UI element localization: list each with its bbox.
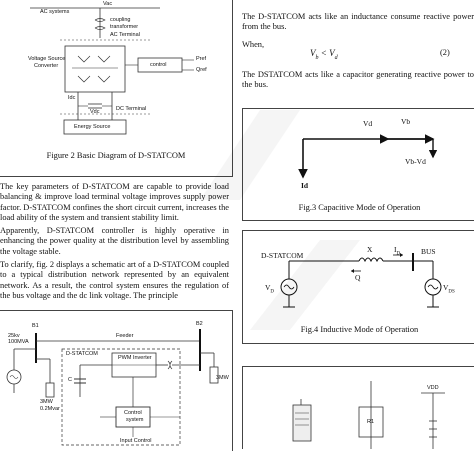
energy-source-label: Energy Source [74, 124, 111, 130]
paragraph-capacitor: The DSTATCOM acts like a capacitor gener… [242, 70, 474, 90]
dc-terminal-label: DC Terminal [116, 106, 147, 112]
phasor-vd-label: Vd [363, 119, 373, 128]
vac-label: Vac [103, 1, 113, 7]
b1-label: B1 [32, 323, 39, 329]
fig4-vd-label: VD [265, 283, 275, 295]
figure-3-caption: Fig.3 Capacitive Mode of Operation [298, 203, 421, 212]
equation-2: Vb < Vd [310, 48, 338, 61]
figure-distribution-network: B1 B2 25kv 100MVA Feeder PWM Inverter C … [0, 310, 233, 451]
fig4-dstatcom-label: D-STATCOM [261, 251, 304, 260]
mva-label: 100MVA [8, 339, 29, 345]
paragraph-inductance: The D-STATCOM acts like an inductance co… [242, 12, 474, 32]
fig4-vd-main: V [265, 283, 271, 292]
paragraph-key-parameters: The key parameters of D-STATCOM are capa… [0, 182, 229, 222]
paragraph-controller: Apparently, D-STATCOM controller is high… [0, 226, 229, 256]
fig4-id-main: I [394, 245, 397, 254]
figure-3: Vd Vb Vb-Vd Id Fig.3 Capacitive Mode of … [242, 108, 474, 221]
figure-4: D-STATCOM X ID BUS Q VD VDS Fig.4 Induct… [242, 230, 474, 344]
control-system-label-1: Control [124, 410, 142, 416]
input-control-label: Input Control [120, 438, 152, 444]
fig4-q-label: Q [355, 273, 361, 282]
equation-vd: V [329, 48, 335, 58]
load-b1-label-1: 3MW [40, 399, 53, 405]
load-b1-label-2: 0.2Mvar [40, 406, 60, 412]
equation-number: (2) [440, 48, 450, 57]
dstatcom-label: D-STATCOM [66, 351, 98, 357]
r1-label: R1 [367, 419, 375, 425]
figure-2-diagram [30, 7, 194, 135]
figure-5-diagram [292, 381, 445, 449]
transformer-label: transformer [110, 24, 139, 30]
control-system-label-2: system [126, 417, 144, 423]
fig4-vb-main: V [443, 283, 449, 292]
ac-system-label: AC systems [40, 9, 70, 15]
coupling-label: coupling [110, 17, 131, 23]
qref-label: Qref [196, 67, 207, 73]
figure-2: AC systems Vac coupling transformer AC T… [0, 0, 233, 177]
phasor-id-label: Id [301, 181, 309, 190]
phasor-vb-label: Vb [401, 117, 411, 126]
pref-label: Pref [196, 56, 207, 62]
vdc-label: Vdc [90, 109, 100, 115]
fig4-x-label: X [367, 245, 373, 254]
load-b2-label: 3MW [216, 375, 229, 381]
distribution-network-diagram [6, 329, 219, 446]
vsc-label-1: Voltage Source [28, 56, 66, 62]
fig4-vb-label: VDS [443, 283, 455, 295]
fig4-bus-label: BUS [421, 247, 436, 256]
figure-2-caption: Figure 2 Basic Diagram of D-STATCOM [46, 151, 186, 160]
inductive-mode-diagram [280, 253, 442, 308]
control-label: control [150, 62, 167, 68]
equation-vb: V [310, 48, 316, 58]
figure-4-caption: Fig.4 Inductive Mode of Operation [300, 325, 419, 334]
phasor-diagram [298, 134, 438, 179]
feeder-label: Feeder [116, 333, 134, 339]
fig4-id-label: ID [394, 245, 401, 257]
paragraph-clarify: To clarify, fig. 2 displays a schematic … [0, 260, 229, 300]
c-label: C [68, 377, 72, 383]
when-label: When, [242, 40, 265, 49]
kv-label: 25kv [8, 333, 20, 339]
ac-terminal-label: AC Terminal [110, 32, 140, 38]
pwm-label: PWM Inverter [118, 355, 152, 361]
vsc-label-2: Converter [34, 63, 59, 69]
vdd-label: VDD [427, 385, 439, 391]
idc-label: Idc [68, 95, 76, 101]
phasor-vbvd-label: Vb-Vd [405, 157, 426, 166]
b2-label: B2 [196, 321, 203, 327]
figure-5-partial: VDD R1 [242, 366, 474, 449]
